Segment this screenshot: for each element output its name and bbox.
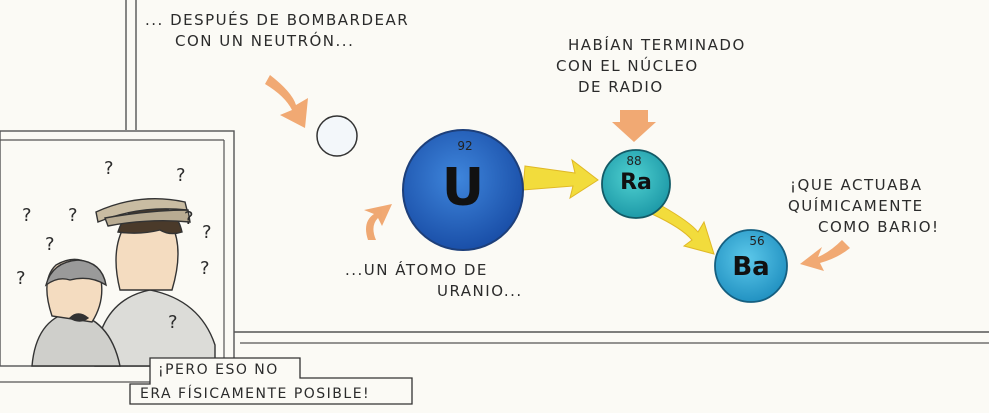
question-mark: ? (200, 258, 212, 279)
barium-nucleus (714, 229, 788, 303)
caption-radium: HABÍAN TERMINADO CON EL NÚCLEO DE RADIO (556, 36, 746, 96)
speech-line-1: ¡PERO ESO NO (158, 362, 279, 378)
radium-nucleus (601, 149, 671, 219)
uranium-symbol: U (441, 158, 485, 218)
speech-line-2: ERA FÍSICAMENTE POSIBLE! (140, 386, 371, 402)
caption-neutron: ... DESPUÉS DE BOMBARDEAR CON UN NEUTRÓN… (145, 11, 410, 50)
question-mark: ? (184, 208, 196, 229)
question-mark: ? (45, 234, 57, 255)
scientist-with-cap (94, 198, 216, 367)
speech-bubble (129, 357, 413, 405)
uranium-number: 92 (457, 139, 473, 153)
radium-symbol: Ra (620, 170, 652, 195)
barium-symbol: Ba (732, 252, 770, 282)
uranium-nucleus (402, 129, 524, 251)
question-mark: ? (16, 268, 28, 289)
pointer-arrows (265, 75, 850, 271)
reaction-arrows (522, 158, 715, 255)
caption-uranium: ...UN ÁTOMO DE URANIO... (345, 261, 523, 300)
main-panel-frame (125, 0, 989, 344)
question-mark: ? (202, 222, 214, 243)
barium-number: 56 (749, 234, 765, 248)
question-mark: ? (22, 205, 34, 226)
question-mark: ? (168, 312, 180, 333)
scientist-with-moustache (31, 258, 121, 367)
radium-number: 88 (626, 154, 642, 168)
question-mark: ? (104, 158, 116, 179)
neutron (316, 115, 358, 157)
caption-barium: ¡QUE ACTUABA QUÍMICAMENTE COMO BARIO! (788, 176, 940, 236)
question-mark: ? (176, 165, 188, 186)
question-mark: ? (68, 205, 80, 226)
